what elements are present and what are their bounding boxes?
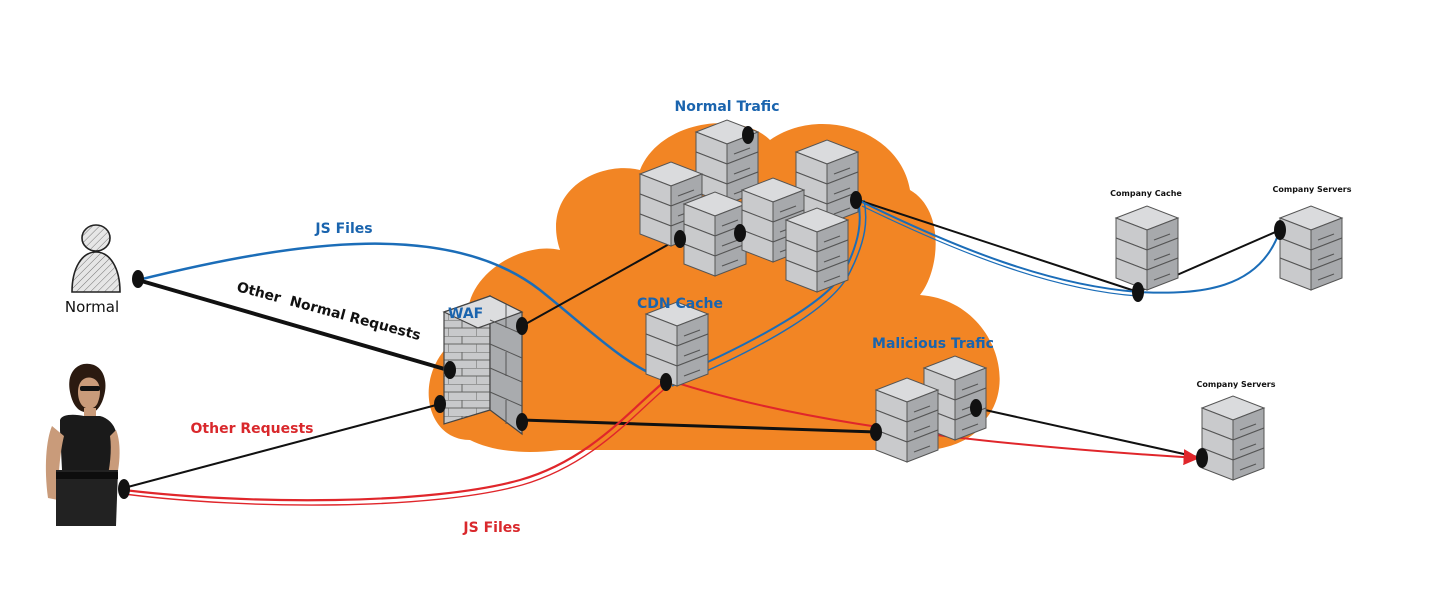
normal-user-icon: [71, 224, 121, 293]
company-servers-bottom: [1201, 395, 1265, 481]
link-cdn-to-servers-red: [667, 379, 1200, 466]
link-cache-to-servers-blue: [1137, 229, 1281, 294]
attacker-figure-icon: [45, 363, 120, 526]
label-company-cache: Company Cache: [1110, 189, 1182, 198]
connector-nodes: [118, 126, 1286, 499]
waf-brick-wall-icon: [442, 295, 524, 436]
link-edge-to-company-cache: [857, 199, 1139, 293]
label-normal-traffic: Normal Trafic: [675, 99, 780, 115]
cdn-cache-server: [645, 301, 709, 387]
link-waf-to-normal-edge: [521, 237, 681, 327]
link-attacker-to-waf: [123, 403, 441, 489]
label-company-servers-bottom: Company Servers: [1196, 380, 1275, 389]
label-js-files-blue: JS Files: [314, 221, 372, 237]
company-cache-server: [1115, 205, 1179, 291]
connections: [123, 134, 1281, 506]
label-normal-user: Normal: [65, 298, 119, 316]
link-edge-to-company-cache-blue: [857, 199, 1139, 293]
link-normal-js-blue: [137, 242, 669, 382]
label-waf: WAF: [448, 306, 483, 322]
label-js-files-red: JS Files: [462, 520, 520, 536]
label-company-servers-top: Company Servers: [1272, 185, 1351, 194]
label-other-requests: Other Requests: [191, 421, 314, 437]
link-malicious-to-servers: [975, 407, 1203, 459]
label-malicious-traffic: Malicious Trafic: [872, 336, 994, 352]
company-servers-top: [1279, 205, 1343, 291]
label-cdn-cache: CDN Cache: [637, 296, 723, 312]
link-attacker-js-red: [123, 381, 665, 502]
link-normal-to-waf: [137, 278, 449, 372]
link-waf-to-malicious: [521, 418, 877, 434]
